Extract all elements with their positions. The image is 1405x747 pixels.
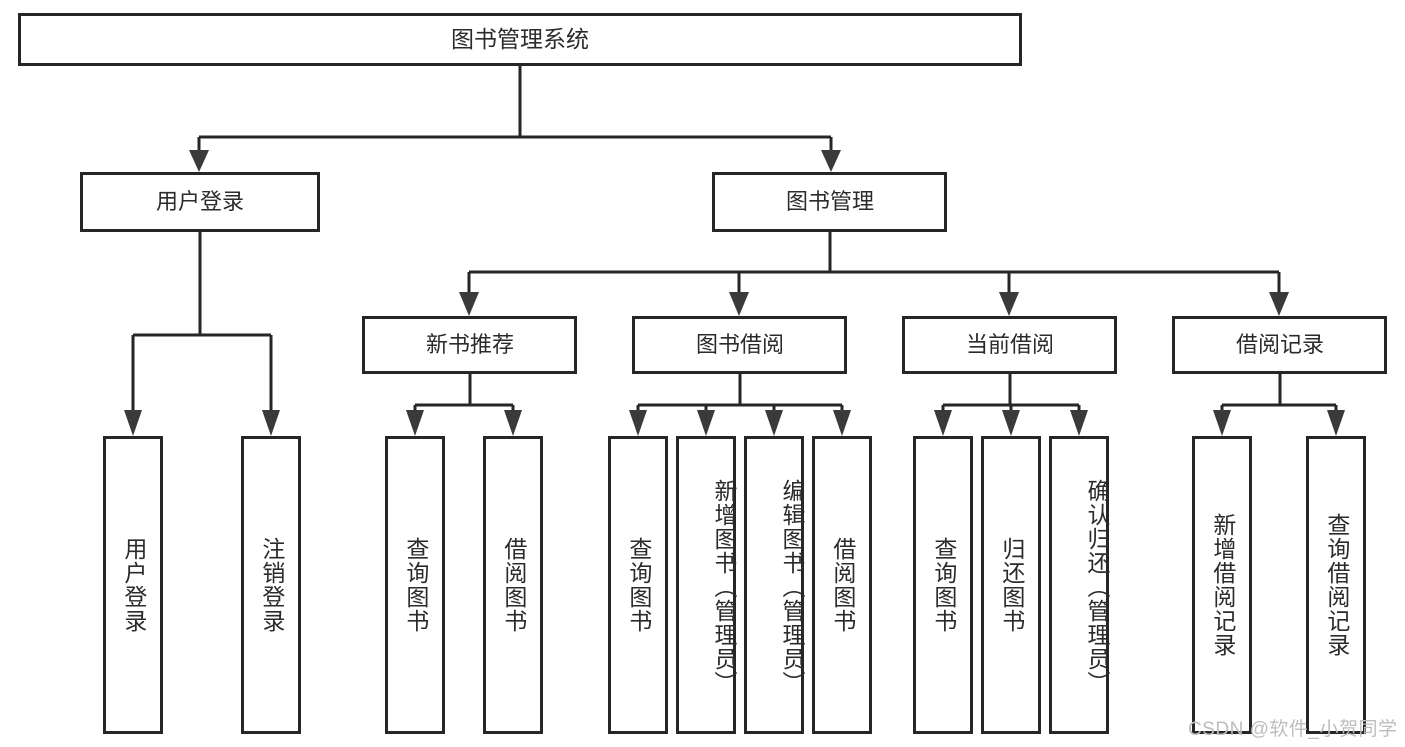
- arrowhead-leaf-2: [262, 410, 280, 436]
- node-root[interactable]: 图书管理系统: [18, 13, 1022, 66]
- node-borrow-records[interactable]: 借阅记录: [1172, 316, 1387, 374]
- arrowhead-book-mgmt: [821, 150, 841, 172]
- node-book-borrow[interactable]: 图书借阅: [632, 316, 847, 374]
- leaf-box-edit-book-admin[interactable]: [744, 436, 804, 734]
- arrowhead-leaf-12: [1213, 410, 1231, 436]
- node-book-borrow-label: 图书借阅: [696, 332, 784, 357]
- arrowhead-current: [999, 292, 1019, 316]
- leaf-box-query-books-3[interactable]: [913, 436, 973, 734]
- arrowhead-user-login: [189, 150, 209, 172]
- node-new-book-recommend-box[interactable]: [362, 316, 577, 374]
- arrowhead-leaf-9: [934, 410, 952, 436]
- leaf-box-return-books[interactable]: [981, 436, 1041, 734]
- csdn-watermark: CSDN @软件_小贺同学: [1188, 719, 1398, 740]
- arrowhead-leaf-7: [765, 410, 783, 436]
- node-new-book-recommend-label: 新书推荐: [426, 332, 514, 357]
- node-book-management-box[interactable]: [712, 172, 947, 232]
- node-book-management[interactable]: 图书管理: [712, 172, 947, 232]
- leaf-box-borrow-books-1[interactable]: [483, 436, 543, 734]
- leaf-box-add-book-admin[interactable]: [676, 436, 736, 734]
- node-root-box[interactable]: [18, 13, 1022, 66]
- arrowhead-leaf-4: [504, 410, 522, 436]
- arrowhead-leaf-8: [833, 410, 851, 436]
- leaf-box-confirm-return-admin[interactable]: [1049, 436, 1109, 734]
- arrowhead-leaf-3: [406, 410, 424, 436]
- node-user-login-label: 用户登录: [156, 189, 244, 214]
- leaf-box-user-login[interactable]: [103, 436, 163, 734]
- node-current-borrow-label: 当前借阅: [966, 332, 1054, 357]
- leaf-box-query-borrow-record[interactable]: [1306, 436, 1366, 734]
- node-borrow-records-box[interactable]: [1172, 316, 1387, 374]
- node-book-borrow-box[interactable]: [632, 316, 847, 374]
- node-user-login[interactable]: 用户登录: [80, 172, 320, 232]
- leaf-box-query-books-2[interactable]: [608, 436, 668, 734]
- arrowhead-leaf-6: [697, 410, 715, 436]
- node-current-borrow-box[interactable]: [902, 316, 1117, 374]
- node-book-management-label: 图书管理: [786, 189, 874, 214]
- arrowhead-leaf-5: [629, 410, 647, 436]
- leaf-box-query-books-1[interactable]: [385, 436, 445, 734]
- node-user-login-box[interactable]: [80, 172, 320, 232]
- arrowhead-newbook: [459, 292, 479, 316]
- leaf-box-borrow-books-2[interactable]: [812, 436, 872, 734]
- arrowhead-borrow: [729, 292, 749, 316]
- arrowhead-leaf-1: [124, 410, 142, 436]
- node-current-borrow[interactable]: 当前借阅: [902, 316, 1117, 374]
- arrowhead-leaf-10: [1002, 410, 1020, 436]
- arrowhead-leaf-13: [1327, 410, 1345, 436]
- arrowhead-leaf-11: [1070, 410, 1088, 436]
- leaf-box-logout[interactable]: [241, 436, 301, 734]
- leaf-box-add-borrow-record[interactable]: [1192, 436, 1252, 734]
- node-borrow-records-label: 借阅记录: [1236, 332, 1324, 357]
- arrowhead-records: [1269, 292, 1289, 316]
- node-new-book-recommend[interactable]: 新书推荐: [362, 316, 577, 374]
- node-root-label: 图书管理系统: [451, 26, 589, 52]
